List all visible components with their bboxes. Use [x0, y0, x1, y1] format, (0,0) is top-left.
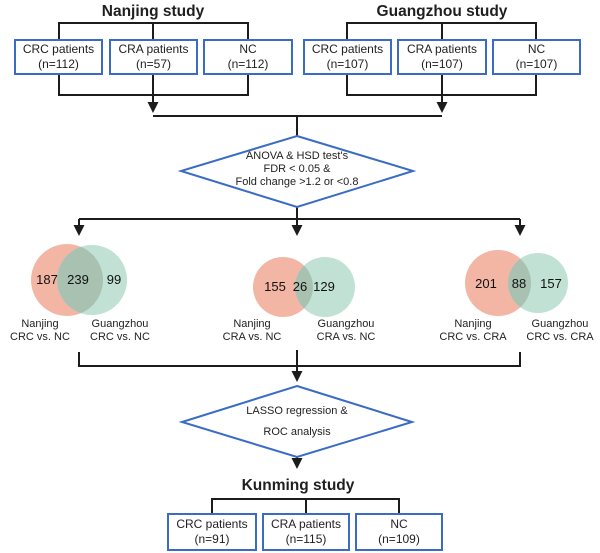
venn3-overlap-count: 88: [511, 276, 527, 291]
nanjing-cra-box: CRA patients (n=57): [109, 39, 198, 75]
connector-lines: [58, 22, 537, 513]
nanjing-study-title: Nanjing study: [101, 3, 205, 20]
venn-collector-bracket: [78, 352, 521, 367]
model-diamond-shape: [178, 384, 416, 459]
filter-diamond-text: ANOVA & HSD test's FDR < 0.05 & Fold cha…: [235, 150, 359, 188]
guangzhou-study-title: Guangzhou study: [376, 3, 508, 20]
merge-line-to-filter: [153, 115, 442, 137]
venn3-left-count: 201: [475, 276, 497, 291]
kunming-nc-box: NC (n=109): [355, 513, 443, 551]
venn-cra-vs-nc: [253, 257, 355, 317]
nanjing-top-bracket: [58, 22, 249, 39]
branch-line: [79, 207, 520, 220]
kunming-crc-box: CRC patients (n=91): [167, 513, 257, 551]
venn1-left-count: 187: [36, 272, 58, 287]
venn3-right-label: Guangzhou CRC vs. CRA: [526, 318, 594, 343]
venn2-left-label: Nanjing CRA vs. NC: [222, 318, 282, 343]
kunming-study-title: Kunming study: [241, 477, 355, 494]
venn-crc-vs-cra: [465, 250, 568, 316]
venn-crc-vs-nc: [31, 244, 127, 316]
venn2-left-count: 155: [264, 279, 286, 294]
venn2-overlap-count: 26: [292, 279, 308, 294]
venn3-overlap: [508, 253, 531, 313]
kunming-cra-box: CRA patients (n=115): [262, 513, 350, 551]
guangzhou-bottom-bracket: [346, 75, 537, 96]
venn2-right-circle: [295, 257, 355, 317]
model-diamond-text: LASSO regression & ROC analysis: [246, 405, 348, 438]
kunming-bracket: [211, 498, 400, 513]
guangzhou-nc-box: NC (n=107): [492, 39, 581, 75]
nanjing-bottom-bracket: [58, 75, 249, 96]
venn2-left-circle: [253, 257, 313, 317]
venn2-right-label: Guangzhou CRA vs. NC: [316, 318, 376, 343]
nanjing-nc-box: NC (n=112): [203, 39, 293, 75]
venn1-right-count: 99: [106, 272, 122, 287]
guangzhou-crc-box: CRC patients (n=107): [303, 39, 392, 75]
venn1-overlap-count: 239: [67, 272, 89, 287]
guangzhou-cra-box: CRA patients (n=107): [397, 39, 487, 75]
filter-diamond-shape: [177, 134, 417, 209]
guangzhou-top-bracket: [346, 22, 537, 39]
venn3-left-label: Nanjing CRC vs. CRA: [439, 318, 507, 343]
nanjing-crc-box: CRC patients (n=112): [14, 39, 103, 75]
venn1-overlap: [57, 245, 103, 315]
venn1-left-label: Nanjing CRC vs. NC: [10, 318, 70, 343]
venn1-right-label: Guangzhou CRC vs. NC: [90, 318, 150, 343]
venn3-right-count: 157: [540, 276, 562, 291]
venn2-right-count: 129: [313, 279, 335, 294]
